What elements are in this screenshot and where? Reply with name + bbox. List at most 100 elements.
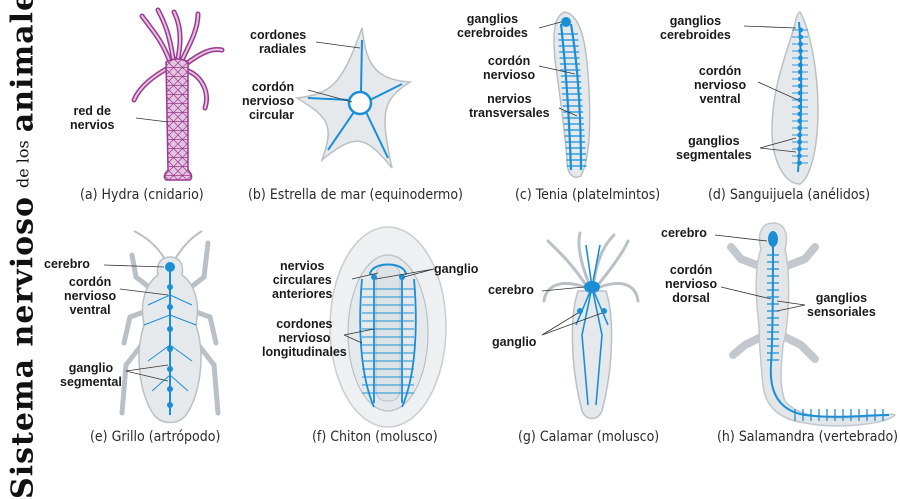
salamander-leader-dorsal [720, 286, 772, 300]
squid-leader-brain [541, 286, 585, 292]
leech-leader-cerebral [743, 25, 797, 29]
hydra-illustration [131, 7, 225, 181]
chiton-commissures [362, 288, 414, 394]
segmental-ganglion [792, 90, 808, 96]
starfish-leader-radial [315, 41, 361, 49]
title-part-2: de los [13, 140, 32, 188]
panel-cricket: cerebro cordón nervioso ventral ganglio … [40, 225, 240, 466]
caption-salamander: (h) Salamandra (vertebrado) [717, 429, 899, 445]
hydra-tentacles-inner [133, 9, 223, 109]
squid-brain [584, 281, 600, 293]
squid-leader-ganglion-2 [541, 312, 603, 336]
leech-leader-ventral [757, 81, 799, 101]
salamander-leader-sensory [776, 300, 806, 306]
tapeworm-leader-cerebral [538, 21, 562, 29]
starfish-ring-nerve [347, 90, 373, 116]
chiton-leader-longitudinal-2 [343, 334, 363, 344]
starfish-leader-ring [307, 89, 353, 103]
leech-body [771, 11, 819, 185]
caption-cricket: (e) Grillo (artrópodo) [90, 429, 221, 445]
salamander-leader-brain [714, 234, 768, 242]
cricket-leader-ventral [119, 288, 169, 296]
segmental-ganglion [792, 76, 808, 82]
label-ring-nerve: cordón nervioso circular [242, 80, 295, 122]
label-brain: cerebro [44, 257, 90, 271]
caption-squid: (g) Calamar (molusco) [518, 429, 660, 445]
label-circular-nerves: nervios circulares anteriores [272, 259, 333, 301]
segmental-ganglion [792, 139, 808, 145]
segmental-ganglion [792, 132, 808, 138]
tapeworm-leader-cord [538, 65, 576, 75]
cricket-illustration [103, 230, 221, 424]
label-ventral-cord: cordón nervioso ventral [694, 64, 747, 106]
ganglion [167, 284, 173, 290]
caption-chiton: (f) Chiton (molusco) [312, 429, 438, 445]
panel-starfish: cordones radiales cordón nervioso circul… [242, 0, 463, 215]
label-brain: cerebro [488, 283, 534, 297]
panel-hydra: red de nervios (a) Hydra (cnidario) [70, 0, 240, 215]
label-cerebral-ganglia: ganglios cerebroides [457, 12, 528, 40]
segmental-ganglion [792, 62, 808, 68]
ganglion [167, 346, 173, 352]
ganglion [167, 386, 173, 392]
tapeworm-leader-transverse [558, 107, 578, 117]
segmental-ganglion [792, 125, 808, 131]
segmental-ganglion [792, 146, 808, 152]
label-radial-cords: cordones radiales [250, 28, 307, 56]
caption-starfish: (b) Estrella de mar (equinodermo) [248, 187, 463, 203]
chiton-ganglia [371, 274, 405, 280]
segmental-ganglion [792, 153, 808, 159]
segmental-ganglion [792, 69, 808, 75]
ganglion [167, 402, 173, 408]
chiton-longitudinal-cords [359, 277, 417, 408]
ganglion [167, 304, 173, 310]
chiton-leader-ganglion-2 [375, 268, 435, 280]
label-dorsal-cord: cordón nervioso dorsal [665, 263, 718, 305]
cricket-brain [165, 262, 175, 272]
segmental-ganglion [792, 83, 808, 89]
squid-mantle [571, 290, 613, 420]
squid-ganglia [577, 308, 607, 314]
segmental-ganglion [792, 97, 808, 103]
leech-leader-segmental-2 [759, 147, 797, 153]
label-cerebral-ganglia: ganglios cerebroides [660, 14, 731, 42]
cricket-leader-segmental [125, 364, 169, 372]
ganglion [167, 326, 173, 332]
panel-tapeworm: ganglios cerebroides cordón nervioso ner… [455, 0, 660, 215]
label-transverse-nerves: nervios transversales [469, 92, 550, 120]
cricket-leader-brain [103, 264, 165, 268]
chiton-leader-circular [351, 272, 379, 280]
chiton-center [375, 264, 401, 402]
panel-leech: ganglios cerebroides cordón nervioso ven… [660, 0, 900, 215]
segmental-ganglion [792, 160, 808, 166]
label-ganglion: ganglio [434, 262, 479, 276]
cricket-branch-nerves [143, 294, 197, 392]
label-nerve-net: red de nervios [70, 104, 115, 132]
hydra-leader [135, 117, 169, 123]
label-brain: cerebro [661, 226, 707, 240]
leech-leader-segmental [759, 137, 797, 149]
squid-tentacles [542, 231, 640, 303]
chiton-circular-nerves [369, 263, 407, 276]
segmental-ganglion [792, 111, 808, 117]
segmental-ganglion [792, 34, 808, 40]
chiton-illustration [329, 226, 447, 428]
segmental-ganglion [792, 48, 808, 54]
leech-illustration [743, 11, 819, 185]
chiton-leader-longitudinal [343, 328, 375, 336]
label-sensory-ganglia: ganglios sensoriales [807, 291, 876, 319]
segmental-ganglion [792, 41, 808, 47]
cricket-leader-segmental-2 [125, 370, 169, 382]
label-longitudinal-cords: cordones nervioso longitudinales [262, 317, 347, 359]
squid-nerves [575, 244, 609, 406]
panel-squid: cerebro ganglio (g) Calamar (molusco) [482, 225, 672, 466]
tapeworm-transverse-nerves [557, 33, 587, 167]
label-segmental-ganglion: ganglio segmental [60, 361, 122, 389]
panel-salamander: cerebro cordón nervioso dorsal ganglios … [655, 215, 900, 466]
salamander-dorsal-cord [769, 238, 890, 418]
tapeworm-illustration [538, 11, 591, 178]
segmental-ganglion [792, 104, 808, 110]
vertical-title: Sistema nervioso de los animales [2, 0, 44, 499]
salamander-illustration [714, 222, 896, 427]
label-segmental-ganglia: ganglios segmentales [676, 134, 752, 162]
